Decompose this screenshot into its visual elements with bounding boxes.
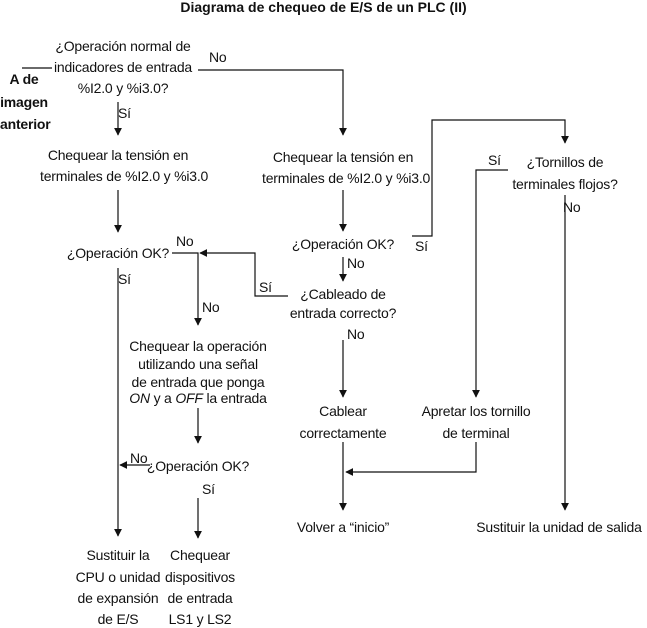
check-voltage-left-line-2: terminales de %I2.0 y %i3.0	[40, 168, 209, 184]
label-si-loop: Sí	[259, 279, 272, 295]
check-with-signal-line-3: de entrada que ponga	[131, 374, 265, 390]
q-op-ok-lower: ¿Operación OK?	[146, 458, 250, 474]
q-op-ok-left: ¿Operación OK?	[66, 245, 170, 261]
back-to-start: Volver a “inicio”	[296, 519, 390, 535]
label-no-wiring: No	[347, 326, 365, 342]
diagram-title: Diagrama de chequeo de E/S de un PLC (II…	[180, 0, 467, 15]
label-no-mid-ok: No	[347, 255, 365, 271]
side-note-line-3: anterior	[0, 116, 51, 132]
check-devices-line-2: dispositivos	[165, 569, 235, 585]
replace-cpu-line-1: Sustituir la	[86, 547, 150, 563]
on-keyword: ON	[129, 390, 150, 406]
la-entrada-text: la entrada	[206, 390, 267, 406]
check-with-signal-line-2: utilizando una señal	[138, 356, 258, 372]
replace-cpu-line-2: CPU o unidad	[75, 569, 161, 585]
label-no-top: No	[209, 49, 227, 65]
replace-cpu-line-4: de E/S	[97, 611, 139, 627]
q-normal-op-line-3: %I2.0 y %i3.0?	[77, 80, 169, 96]
tighten-line-1: Apretar los tornillo	[421, 403, 531, 419]
rewire-line-2: correctamente	[299, 425, 387, 441]
tighten-line-2: de terminal	[442, 425, 510, 441]
arrow-top-no	[198, 69, 347, 136]
label-no-screws: No	[563, 199, 581, 215]
q-screws-line-1: ¿Tornillos de	[526, 154, 604, 170]
label-no-signal: No	[202, 299, 220, 315]
q-normal-op-line-2: indicadores de entrada	[53, 59, 193, 75]
arrow-screws-si	[472, 169, 508, 398]
label-si-lower-ok: Sí	[202, 481, 215, 497]
y-a-text: y a	[153, 390, 172, 406]
check-devices-line-1: Chequear	[170, 547, 230, 563]
replace-output: Sustituir la unidad de salida	[476, 519, 642, 535]
arrow-loop-si	[199, 249, 288, 297]
check-voltage-mid-line-1: Chequear la tensión en	[272, 149, 414, 165]
q-op-ok-mid: ¿Operación OK?	[291, 236, 395, 252]
q-screws-line-2: terminales flojos?	[512, 176, 618, 192]
q-wiring-line-1: ¿Cableado de	[300, 286, 386, 302]
check-devices-line-3: de entrada	[167, 590, 233, 606]
arrow-mid-ok-si	[412, 119, 569, 237]
check-voltage-left-line-1: Chequear la tensión en	[47, 147, 189, 163]
side-note-line-1: A de	[9, 71, 39, 87]
label-si-left-ok: Sí	[118, 271, 131, 287]
label-no-left-ok: No	[176, 233, 194, 249]
side-note-line-2: imagen	[0, 94, 48, 110]
check-with-signal-line-1: Chequear la operación	[129, 338, 267, 354]
q-normal-op-line-1: ¿Operación normal de	[55, 38, 191, 54]
check-devices-line-4: LS1 y LS2	[168, 611, 232, 627]
rewire-line-1: Cablear	[319, 403, 367, 419]
q-wiring-line-2: entrada correcto?	[289, 305, 397, 321]
off-keyword: OFF	[175, 390, 203, 406]
arrow-left-ok-no	[172, 252, 202, 326]
label-si-top: Sí	[118, 105, 131, 121]
label-si-mid-ok: Sí	[415, 238, 428, 254]
replace-cpu-line-3: de expansión	[77, 590, 159, 606]
check-with-signal-line-4: ON y a OFF la entrada	[120, 389, 276, 407]
arrow-tighten-to-start	[345, 442, 477, 476]
label-no-lower-ok: No	[130, 450, 148, 466]
check-voltage-mid-line-2: terminales de %I2.0 y %i3.0	[262, 170, 431, 186]
label-si-screws: Sí	[488, 152, 501, 168]
